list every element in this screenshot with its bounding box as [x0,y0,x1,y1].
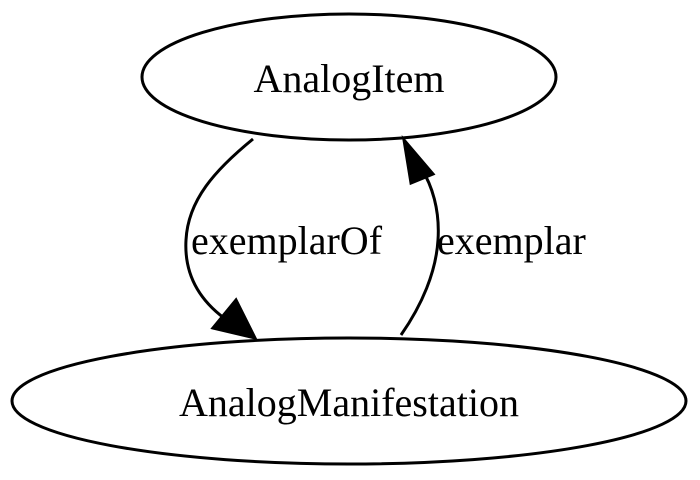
edge-exemplar-arrowhead [401,134,436,186]
edge-exemplar-of: exemplarOf [184,137,383,341]
edge-exemplar-of-label: exemplarOf [191,218,383,263]
node-analog-item: AnalogItem [140,12,558,142]
node-analog-manifestation: AnalogManifestation [10,336,688,466]
edge-exemplar-label: exemplar [437,218,586,263]
node-analog-manifestation-label: AnalogManifestation [179,380,519,425]
edge-exemplar: exemplar [399,134,586,336]
node-analog-manifestation-ellipse [10,336,688,466]
edge-exemplar-of-line [184,137,254,320]
node-analog-item-ellipse [140,12,558,142]
edge-exemplar-line [399,167,440,336]
node-analog-item-label: AnalogItem [253,56,444,101]
edge-exemplar-of-arrowhead [210,297,258,341]
